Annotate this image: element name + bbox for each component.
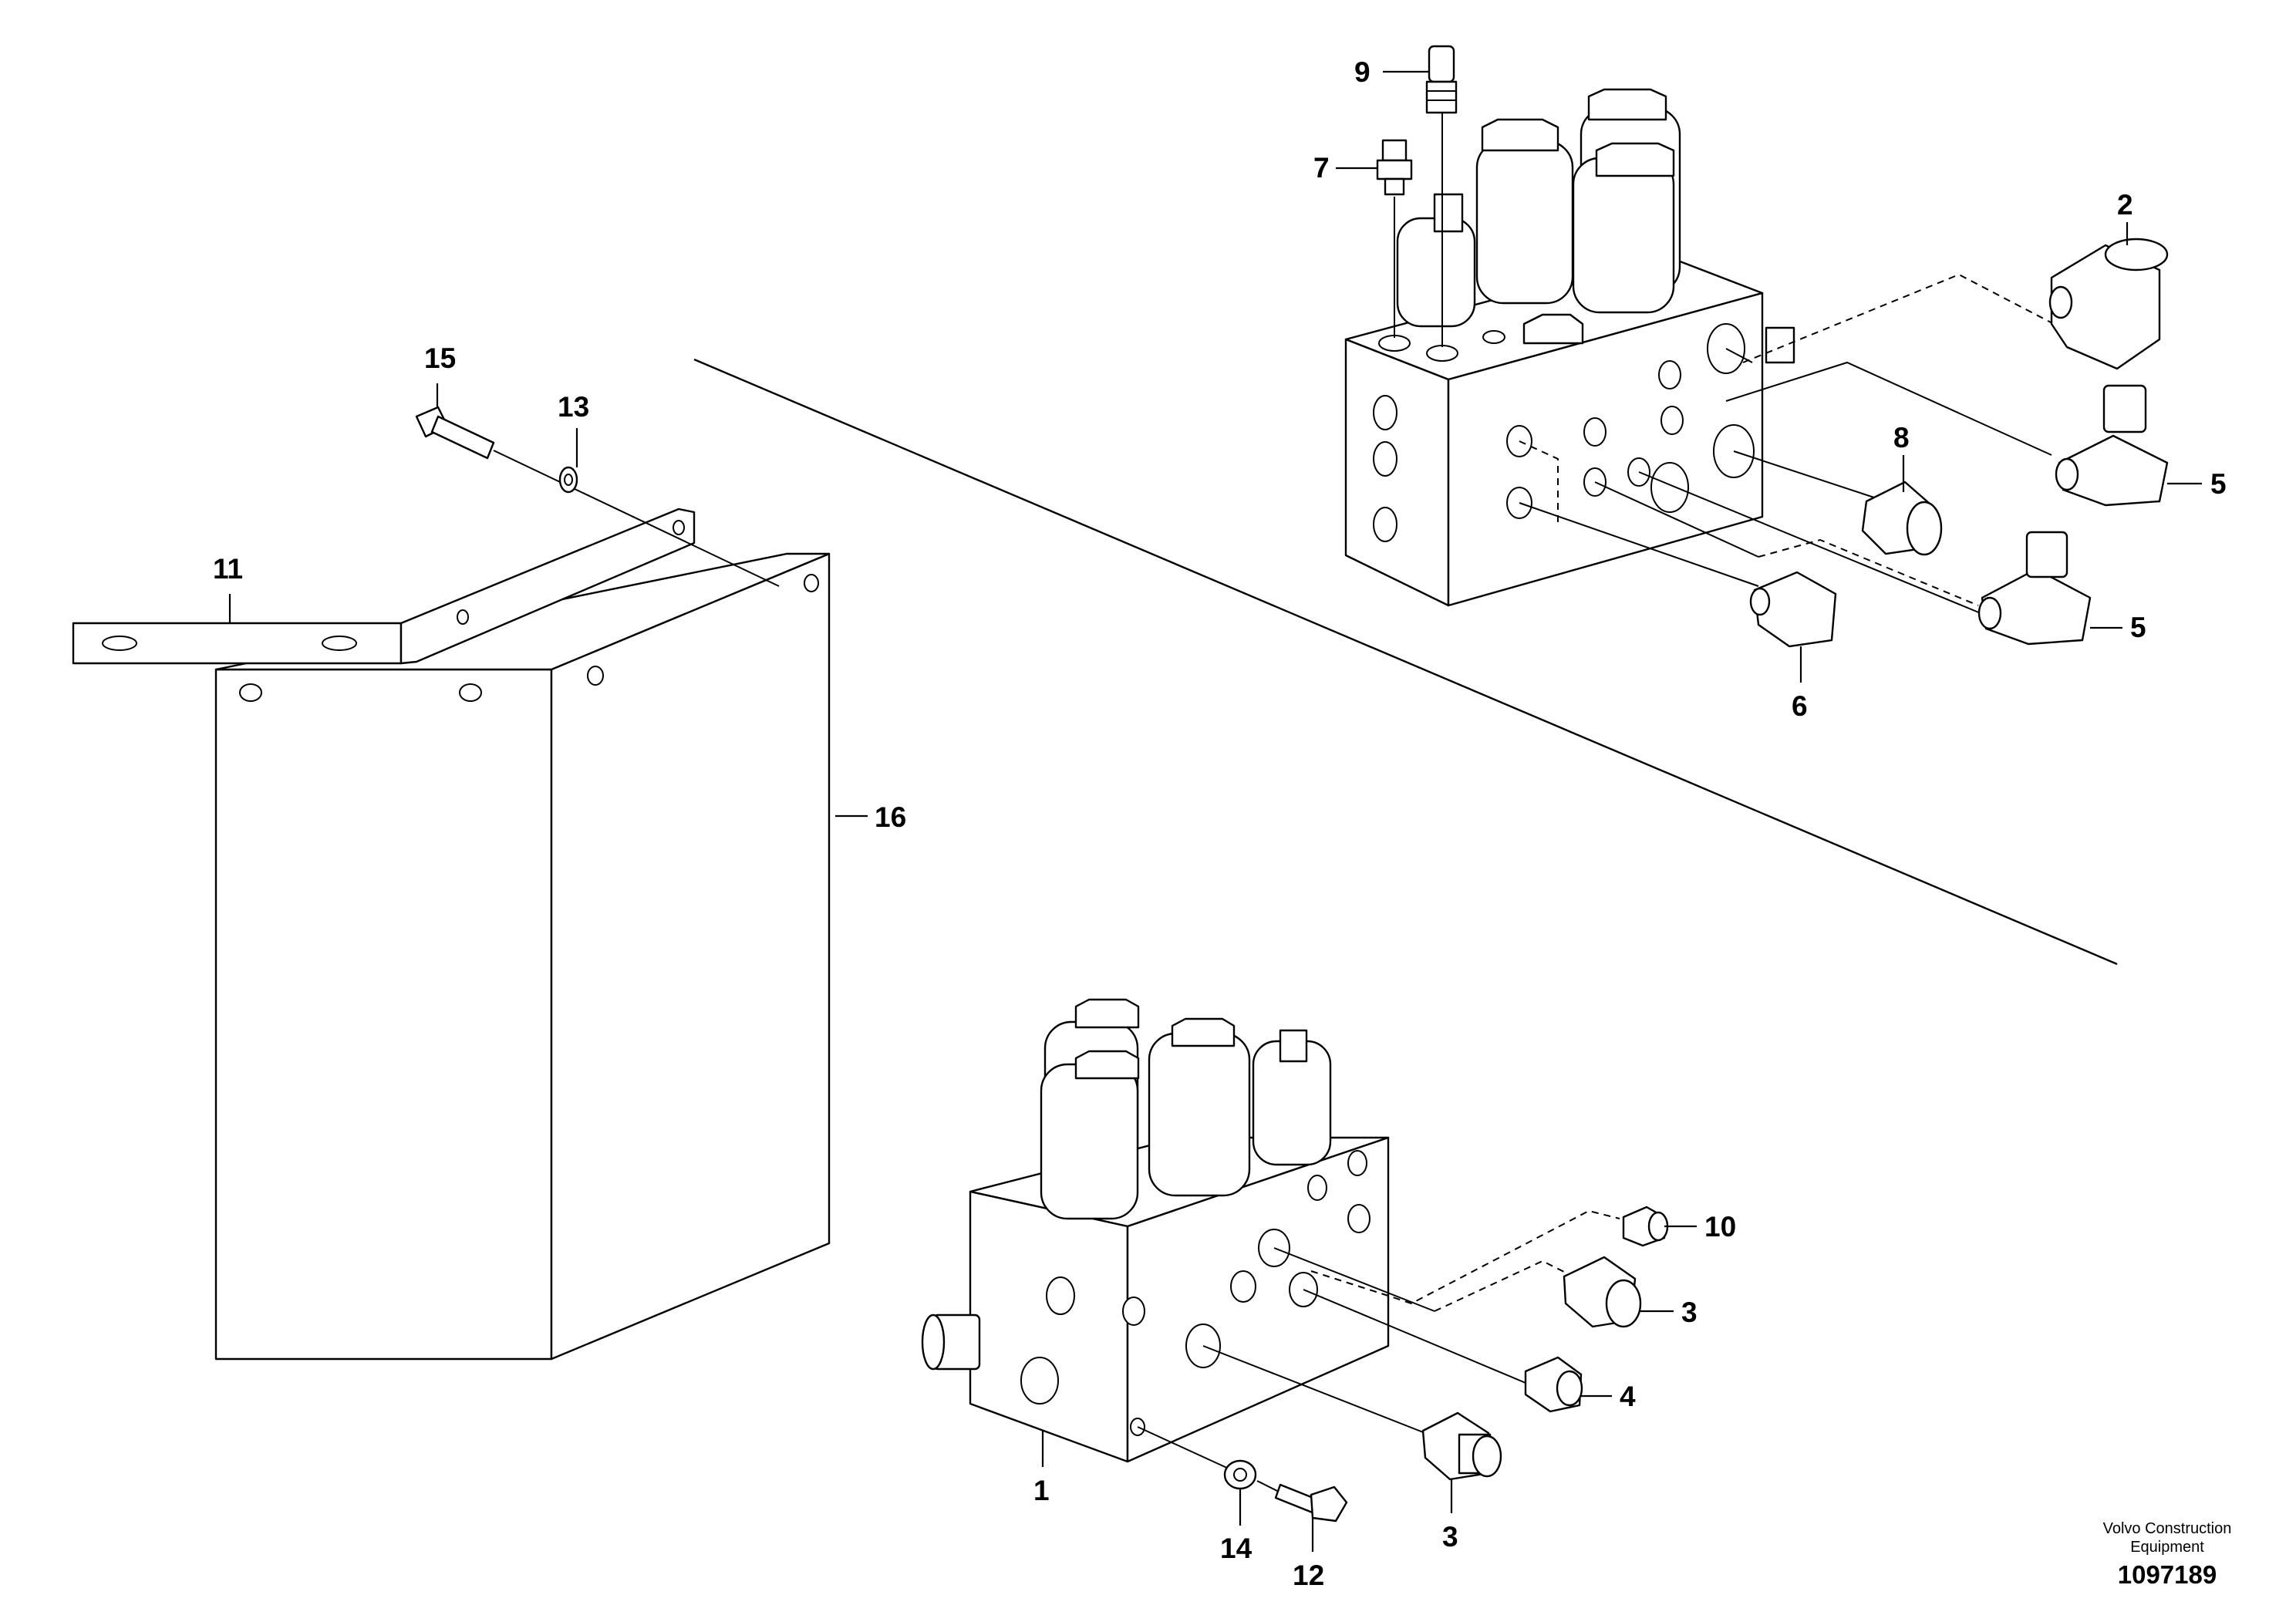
plug-7	[1376, 139, 1413, 196]
cover-plate-16	[214, 552, 831, 1361]
plug-9	[1425, 45, 1458, 114]
callout-3-upper: 3	[1681, 1297, 1698, 1328]
fitting-2	[2048, 238, 2169, 370]
callout-16: 16	[875, 801, 906, 833]
separator-line	[693, 358, 2118, 966]
footer: Volvo Construction Equipment 1097189	[2103, 1520, 2232, 1589]
callout-7: 7	[1313, 152, 1330, 184]
fitting-3-lower	[1421, 1411, 1502, 1481]
plug-10	[1622, 1206, 1669, 1247]
callout-labels: 9 7 2 5 8 5 6 15 13 11 16 10 3 4 3 1 14 …	[213, 56, 2227, 1591]
callout-11: 11	[213, 553, 243, 585]
fitting-6	[1749, 571, 1837, 648]
callout-4: 4	[1620, 1381, 1636, 1412]
brand-line-2: Equipment	[2130, 1539, 2204, 1556]
fitting-5-upper	[2055, 384, 2169, 507]
brand-line-1: Volvo Construction	[2103, 1520, 2232, 1537]
callout-1: 1	[1033, 1475, 1050, 1506]
bolt-12	[1274, 1483, 1348, 1523]
callout-8: 8	[1893, 422, 1910, 454]
upper-flow-lines	[1394, 96, 2075, 618]
callout-14: 14	[1220, 1533, 1253, 1564]
fitting-8	[1861, 481, 1943, 556]
document-number: 1097189	[2118, 1560, 2217, 1589]
callout-10: 10	[1704, 1211, 1736, 1243]
fitting-3-upper	[1563, 1256, 1642, 1328]
washer-14	[1223, 1459, 1257, 1490]
upper-valve-block	[1344, 88, 1795, 607]
callout-3-lower: 3	[1442, 1521, 1458, 1553]
lower-valve-block	[921, 998, 1390, 1463]
callout-2: 2	[2117, 189, 2133, 221]
fitting-5-lower	[1977, 531, 2092, 646]
callout-5-lower: 5	[2130, 612, 2146, 643]
washer-13	[558, 466, 578, 494]
fitting-4	[1524, 1356, 1583, 1413]
callout-12: 12	[1293, 1560, 1324, 1591]
callout-9: 9	[1354, 56, 1371, 88]
callout-5-upper: 5	[2210, 468, 2227, 500]
bracket-11	[72, 508, 696, 665]
bolt-15	[415, 406, 780, 587]
callout-6: 6	[1792, 690, 1808, 722]
callout-15: 15	[424, 342, 456, 374]
lower-flow-lines	[1137, 1209, 1620, 1493]
callout-13: 13	[558, 391, 589, 423]
leader-lines	[228, 70, 2202, 1552]
